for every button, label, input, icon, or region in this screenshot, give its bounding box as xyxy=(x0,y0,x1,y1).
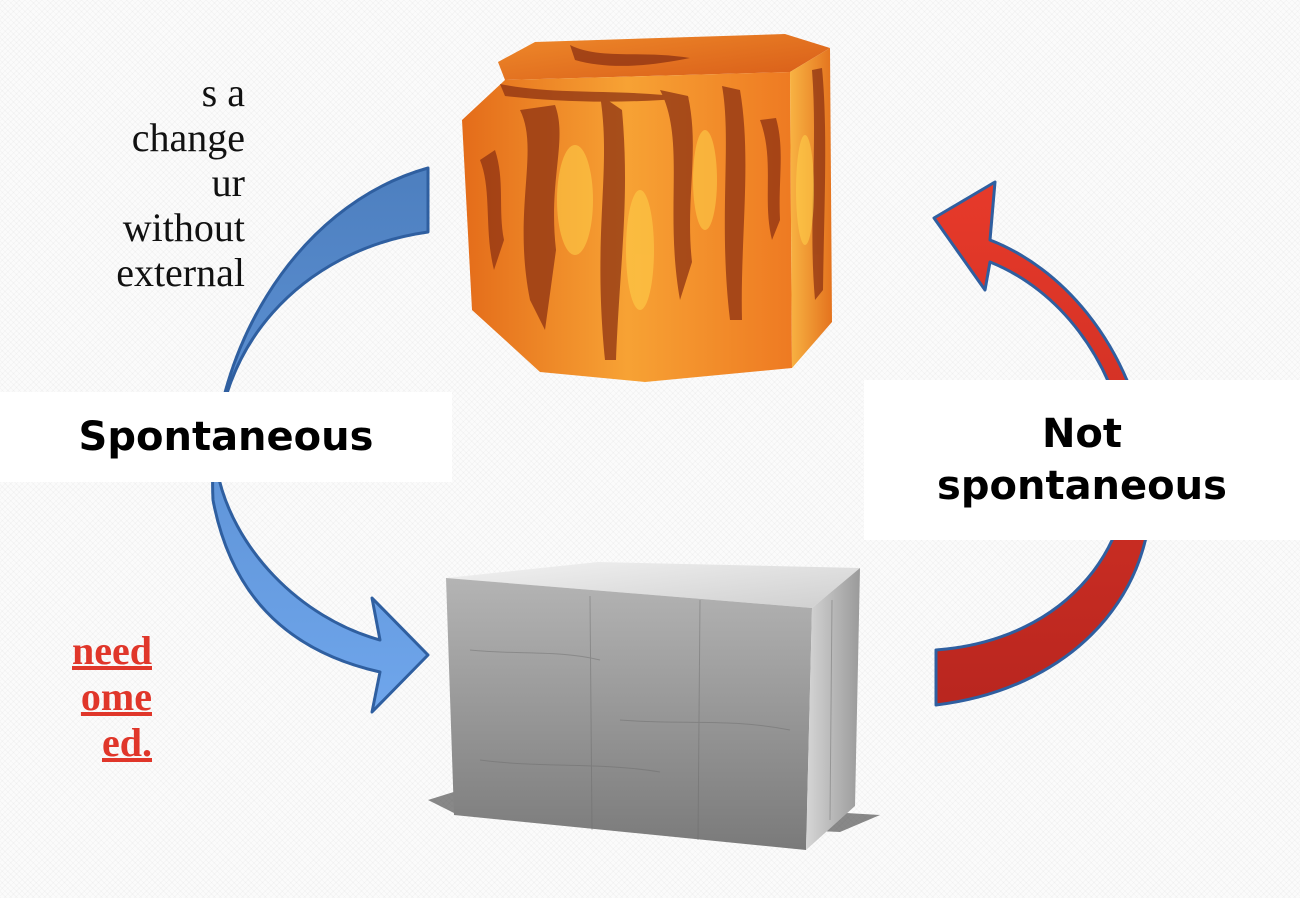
not-spontaneous-label: Not spontaneous xyxy=(864,380,1300,540)
spontaneous-arrow-shape xyxy=(211,166,430,714)
cold-block-side xyxy=(806,568,860,850)
note-line-2: ome xyxy=(80,674,152,719)
cold-block-top xyxy=(446,562,860,608)
spontaneous-arrow xyxy=(211,166,430,714)
spontaneous-label: Spontaneous xyxy=(0,392,452,482)
cold-block xyxy=(428,562,880,850)
spontaneous-label-text: Spontaneous xyxy=(78,414,374,460)
description-line-3: external xyxy=(116,250,245,295)
not-spontaneous-label-line-2: spontaneous xyxy=(937,463,1227,509)
description-line-1: s a change xyxy=(131,70,245,160)
description-text: s a change ur without external xyxy=(95,70,245,295)
not-spontaneous-label-line-1: Not xyxy=(1041,411,1123,457)
hot-block-dark-streaks xyxy=(480,45,826,360)
note-line-1: need xyxy=(72,628,152,673)
note-line-3: ed. xyxy=(102,720,152,765)
note-text: need ome ed. xyxy=(62,628,152,766)
hot-block-glow-spots xyxy=(557,130,814,310)
cold-block-texture xyxy=(469,595,833,841)
cold-block-front xyxy=(446,578,812,850)
hot-block xyxy=(462,34,832,382)
description-line-2: ur without xyxy=(122,160,245,250)
